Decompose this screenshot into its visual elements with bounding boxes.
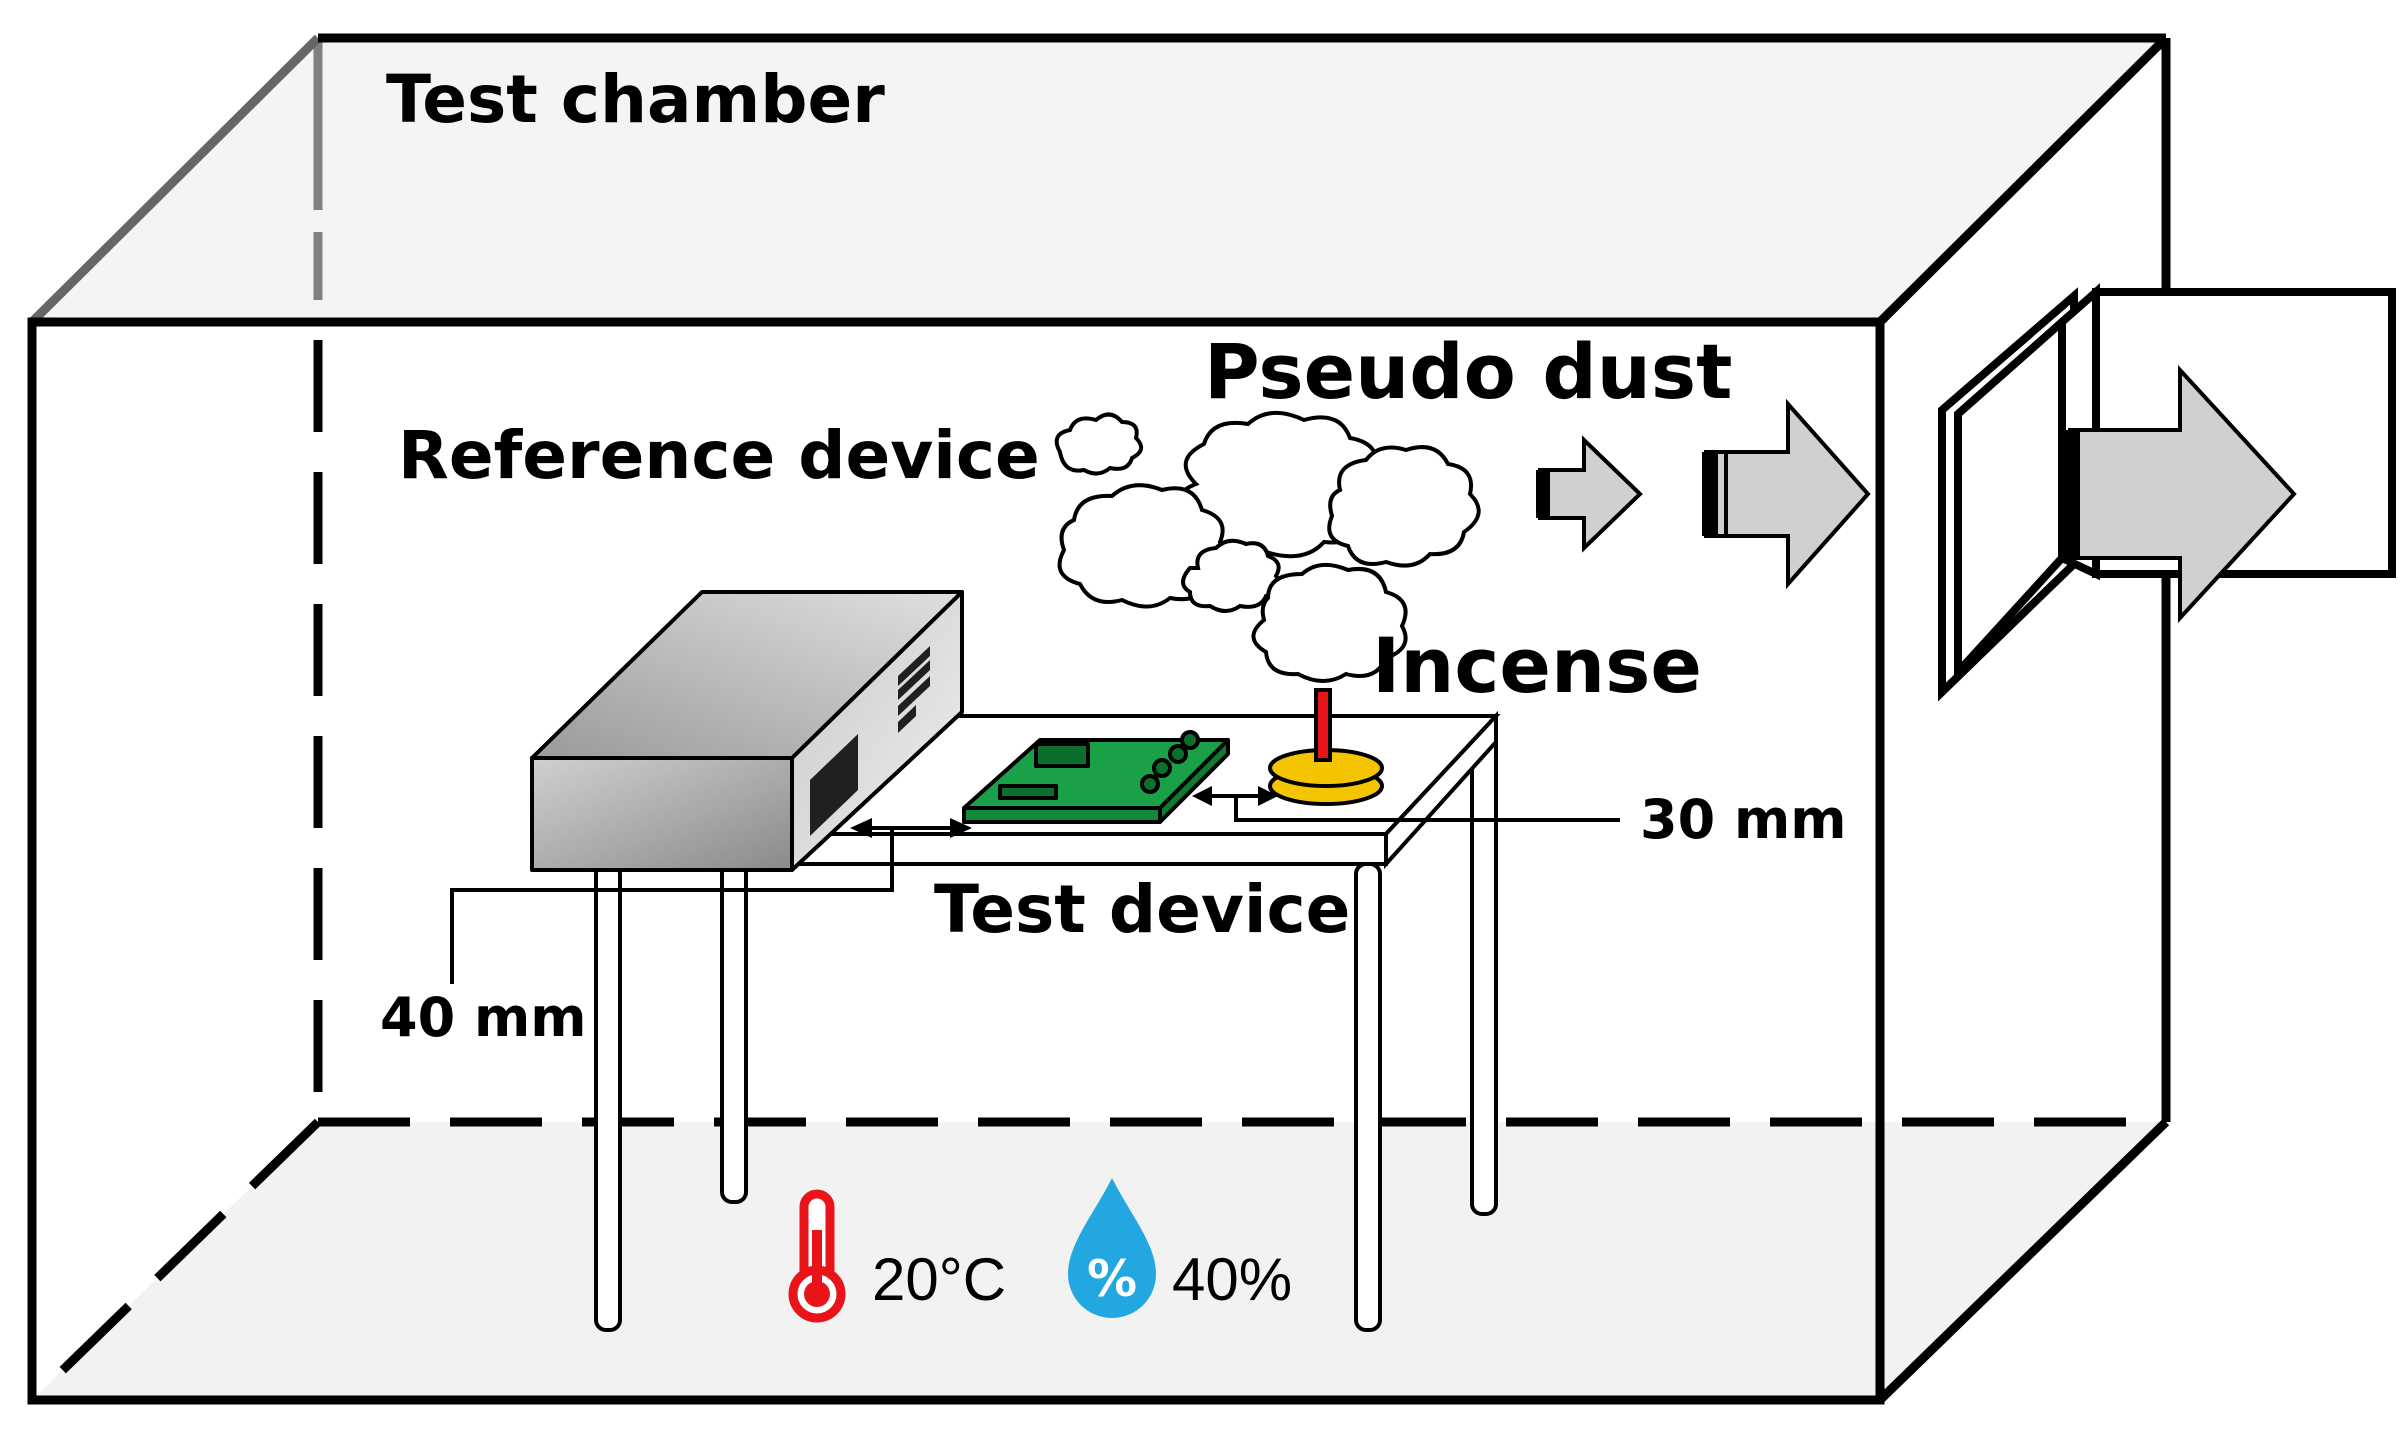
dimension-40mm <box>450 818 972 984</box>
cloud-icon <box>1054 412 1144 476</box>
label-distance-40mm: 40 mm <box>380 986 586 1049</box>
humidity-icon-symbol: % <box>1087 1250 1137 1308</box>
chamber-hidden-edges <box>28 40 2166 1404</box>
reference-device <box>530 590 964 872</box>
cloud-icon <box>1327 445 1481 568</box>
cloud-icon <box>1251 562 1408 683</box>
label-reference-device: Reference device <box>398 417 1040 494</box>
test-device-pcb <box>962 730 1230 824</box>
label-distance-30mm: 30 mm <box>1640 788 1846 851</box>
incense <box>1268 688 1384 806</box>
airflow-arrow-large <box>2062 364 2297 624</box>
water-drop-icon: % <box>1068 1178 1156 1318</box>
label-test-chamber: Test chamber <box>386 61 885 138</box>
label-incense: Incense <box>1372 621 1702 710</box>
dimension-30mm <box>1192 786 1620 822</box>
chamber-frame <box>27 33 2171 1405</box>
airflow-arrow-medium <box>1702 398 1871 590</box>
label-humidity: 40% <box>1172 1246 1292 1313</box>
label-temperature: 20°C <box>872 1246 1006 1313</box>
label-test-device: Test device <box>934 871 1350 948</box>
airflow-arrow-small <box>1536 435 1643 553</box>
thermometer-icon <box>788 1189 846 1323</box>
device-vent-grille <box>810 646 930 836</box>
chamber-top-face <box>32 38 2166 322</box>
label-pseudo-dust: Pseudo dust <box>1204 327 1732 416</box>
pseudo-dust-clouds <box>1054 411 1481 683</box>
